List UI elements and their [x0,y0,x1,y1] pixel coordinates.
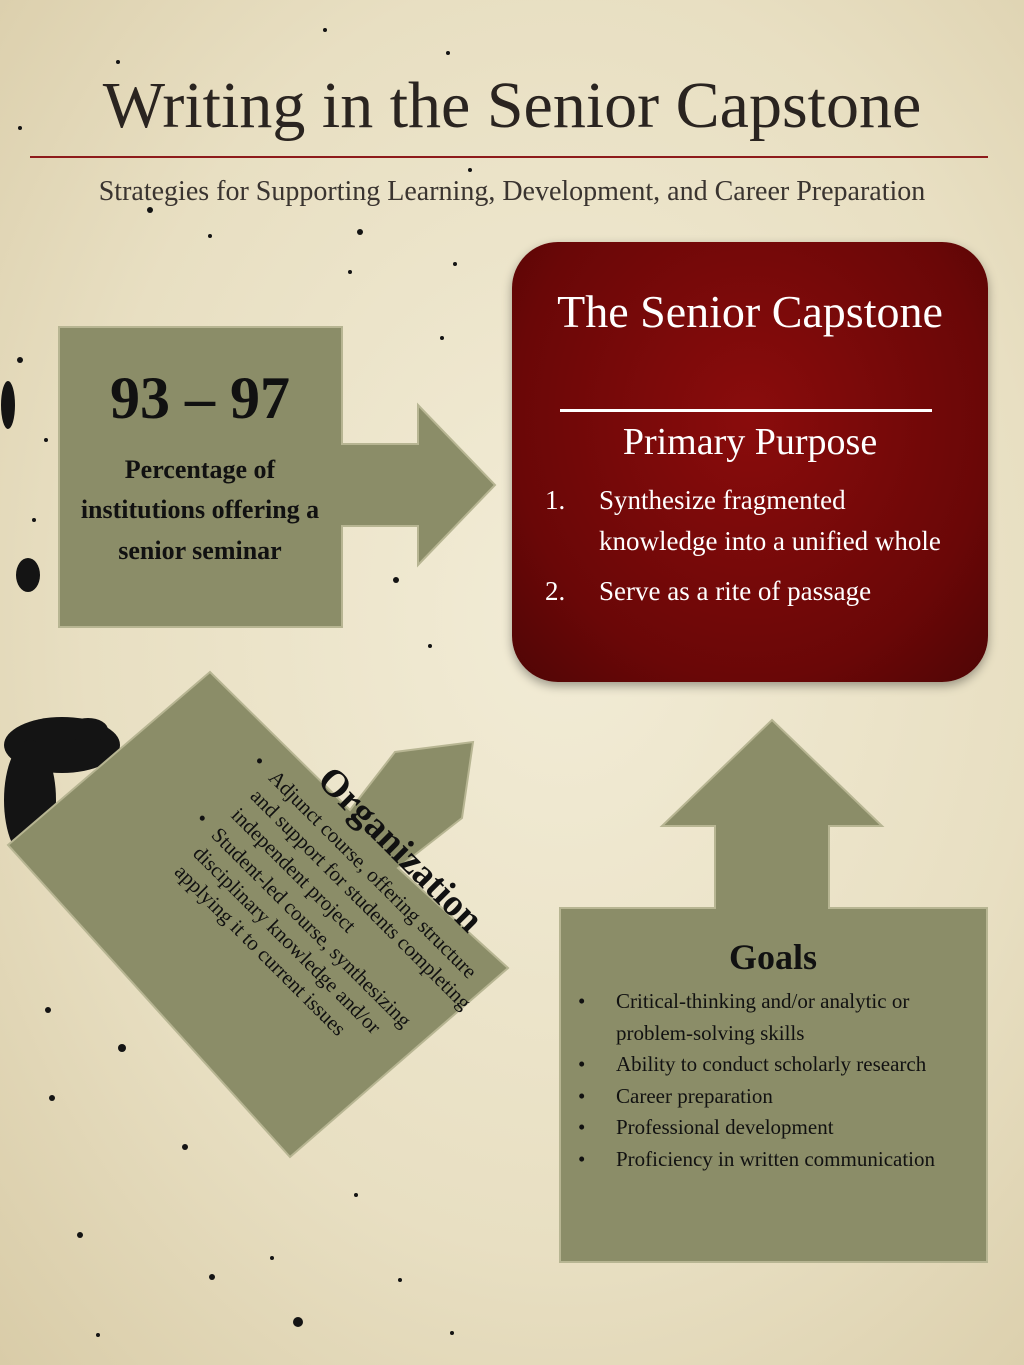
title-divider [30,156,988,158]
list-item: 2.Serve as a rite of passage [545,576,872,606]
goals-heading: Goals [728,937,817,977]
stat-number: 93 – 97 [110,365,290,431]
page-title: Writing in the Senior Capstone [102,69,922,142]
capstone-heading: The Senior Capstone [557,286,943,337]
list-item: 1.Synthesize fragmented knowledge into a… [545,485,941,556]
list-item: Proficiency in written communication [576,1144,976,1176]
list-item: Ability to conduct scholarly research [576,1049,976,1081]
page-subtitle: Strategies for Supporting Learning, Deve… [98,176,926,207]
primary-purpose-heading: Primary Purpose [622,421,878,463]
stat-caption: Percentage of institutions offering a se… [80,455,320,565]
primary-purpose-list: 1.Synthesize fragmented knowledge into a… [545,480,965,622]
goals-list: Critical-thinking and/or analytic or pro… [576,986,976,1175]
list-item: Professional development [576,1112,976,1144]
capstone-divider [560,409,932,412]
list-item: Career preparation [576,1081,976,1113]
capstone-panel [512,242,988,682]
list-item: Critical-thinking and/or analytic or pro… [576,986,976,1049]
